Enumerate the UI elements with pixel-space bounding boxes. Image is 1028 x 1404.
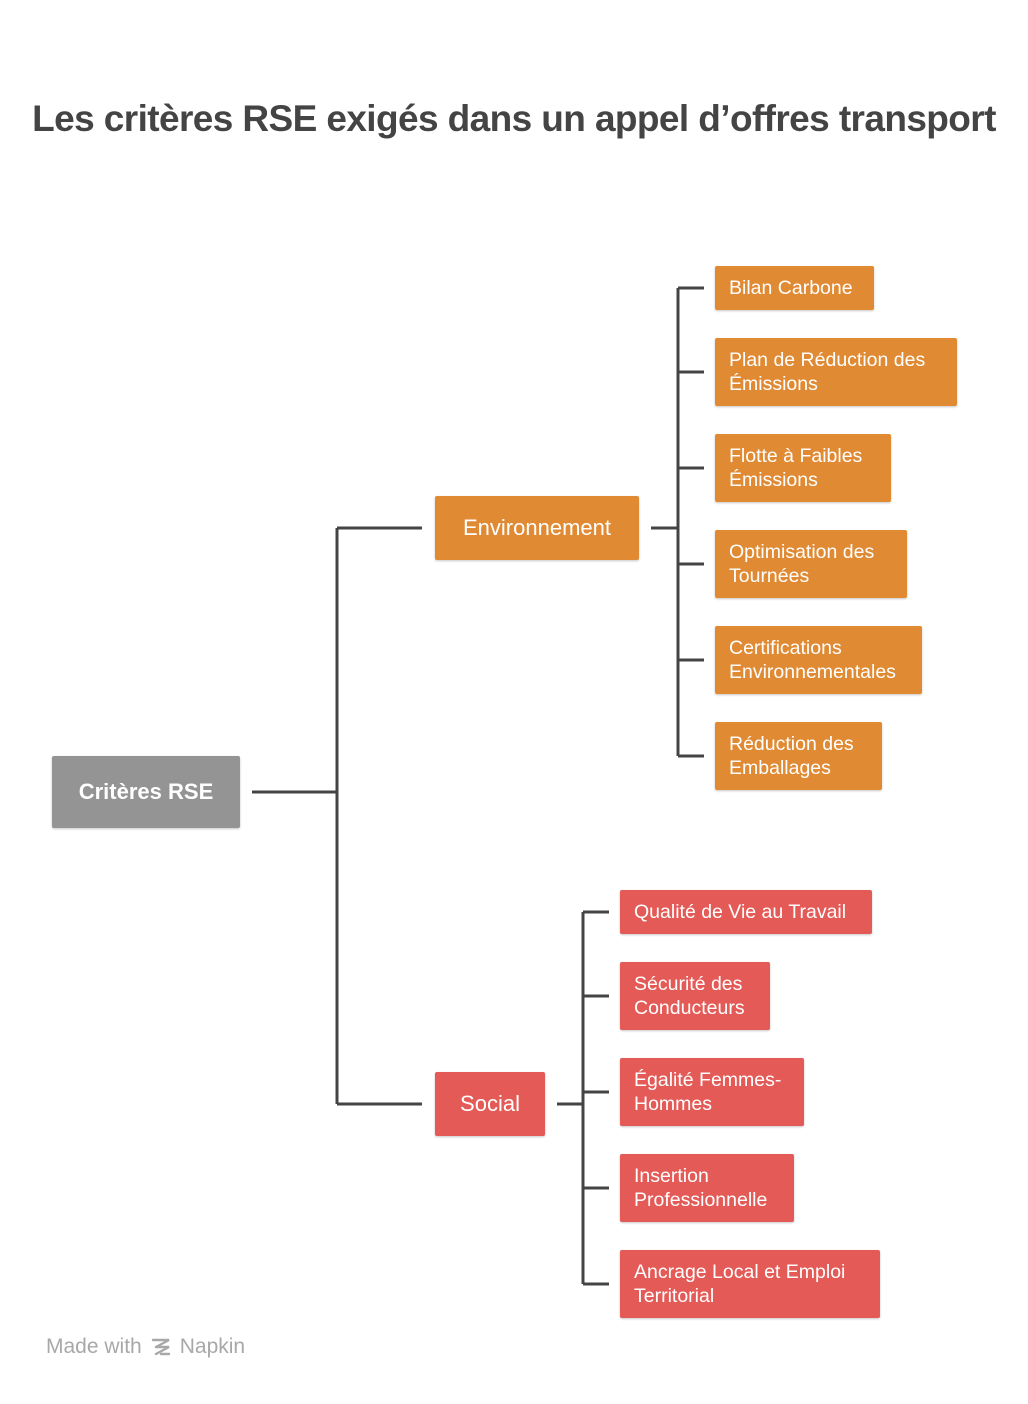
leaf-securite-conducteurs: Sécurité des Conducteurs — [620, 962, 770, 1030]
leaf-ancrage-local-emploi: Ancrage Local et Emploi Territorial — [620, 1250, 880, 1318]
leaf-flotte-faibles-emissions: Flotte à Faibles Émissions — [715, 434, 891, 502]
leaf-reduction-emballages: Réduction des Emballages — [715, 722, 882, 790]
made-with-napkin: Made with Napkin — [46, 1335, 245, 1359]
leaf-bilan-carbone: Bilan Carbone — [715, 266, 874, 310]
leaf-insertion-professionnelle: Insertion Professionnelle — [620, 1154, 794, 1222]
root-node: Critères RSE — [52, 756, 240, 828]
footer-brand: Napkin — [179, 1335, 246, 1358]
leaf-plan-reduction-emissions: Plan de Réduction des Émissions — [715, 338, 957, 406]
branch-environnement: Environnement — [435, 496, 639, 560]
leaf-qualite-vie-travail: Qualité de Vie au Travail — [620, 890, 872, 934]
leaf-optimisation-tournees: Optimisation des Tournées — [715, 530, 907, 598]
branch-social: Social — [435, 1072, 545, 1136]
leaf-certifications-environnementales: Certifications Environnementales — [715, 626, 922, 694]
napkin-logo-icon — [151, 1338, 170, 1356]
footer-prefix: Made with — [46, 1335, 142, 1358]
leaf-egalite-femmes-hommes: Égalité Femmes-Hommes — [620, 1058, 804, 1126]
page-title: Les critères RSE exigés dans un appel d’… — [32, 98, 996, 139]
